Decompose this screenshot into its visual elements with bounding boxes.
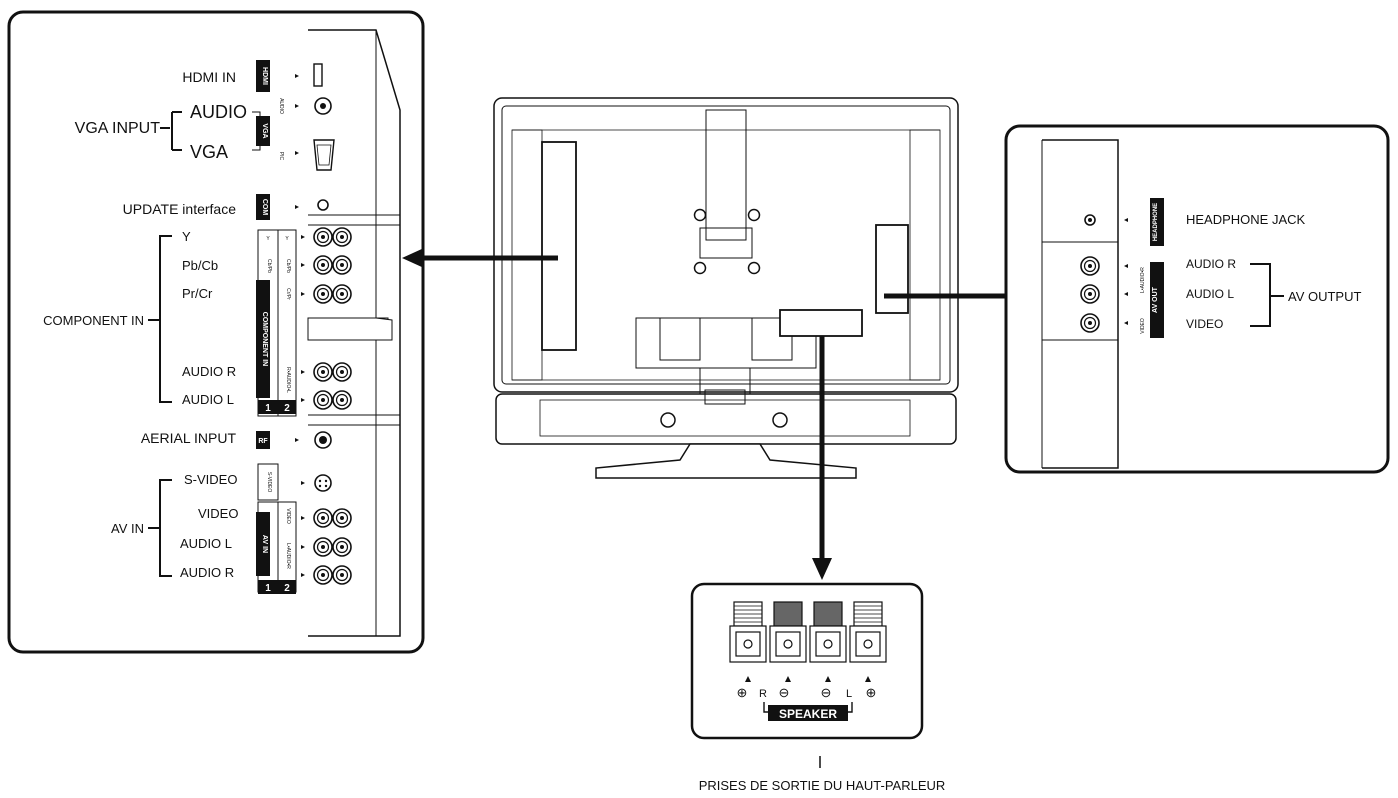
av-num-1: 1 (265, 583, 271, 594)
speaker-plus-left: ⊕ (866, 685, 877, 700)
update-port[interactable] (317, 199, 329, 211)
av-in-badge: AV IN (261, 535, 268, 553)
audio-port-mark: AUDIO (278, 98, 284, 114)
component-y-label: Y (182, 229, 191, 244)
av-out-ports[interactable] (1080, 256, 1100, 333)
av-in-label: AV IN (111, 521, 144, 536)
video-port-mark: VIDEO (285, 508, 291, 524)
av-out-video-mark: VIDEO (1140, 318, 1146, 334)
hdmi-in-label: HDMI IN (182, 69, 236, 85)
headphone-jack-label: HEADPHONE JACK (1186, 212, 1306, 227)
component-in-label: COMPONENT IN (43, 313, 144, 328)
component-audio-r-label: AUDIO R (182, 364, 236, 379)
vga-audio-label: AUDIO (190, 102, 247, 122)
component-num-2: 2 (284, 403, 290, 414)
aerial-input-label: AERIAL INPUT (141, 430, 237, 446)
rf-badge: RF (258, 438, 268, 445)
hdmi-badge: HDMI (261, 67, 268, 85)
component-pr-label: Pr/Cr (182, 286, 213, 301)
y-port-mark-2: Y (285, 236, 289, 242)
tv-back-view (493, 97, 959, 479)
speaker-badge: SPEAKER (779, 707, 837, 721)
speaker-minus-right: ⊖ (779, 685, 790, 700)
vga-pic-label: VGA (190, 142, 228, 162)
s-video-label: S-VIDEO (184, 472, 237, 487)
av-audio-r-label: AUDIO R (180, 565, 234, 580)
vga-input-label: VGA INPUT (75, 120, 161, 137)
cb-port-mark-1: Cb/Pb (266, 259, 272, 273)
av-out-video-label: VIDEO (1186, 317, 1223, 331)
speaker-panel: ⊕ R ⊖ ⊖ L ⊕ SPEAKER PRISES DE SORTIE DU … (690, 582, 946, 793)
vga-pic-port[interactable] (313, 139, 335, 171)
av-out-badge: AV OUT (1152, 286, 1159, 313)
speaker-r-label: R (759, 688, 767, 700)
av-in-ports[interactable] (313, 508, 352, 585)
cb-port-mark-2: Cb/Pb (285, 259, 291, 273)
com-badge: COM (261, 199, 268, 216)
right-connector-panel: HEADPHONE HEADPHONE JACK L•AUDIO•R VIDEO… (1004, 124, 1390, 474)
av-output-label: AV OUTPUT (1288, 289, 1361, 304)
speaker-plus-right: ⊕ (737, 685, 748, 700)
l-audio-r-port-mark: L•AUDIO•R (285, 543, 291, 569)
component-pb-label: Pb/Cb (182, 258, 218, 273)
component-in-badge: COMPONENT IN (261, 312, 268, 366)
audio-port-mark-2: R•AUDIO•L (285, 367, 291, 393)
headphone-badge: HEADPHONE (1153, 203, 1159, 241)
cr-port-mark-2: Cr/Pr (285, 288, 291, 300)
av-out-audio-r-label: AUDIO R (1186, 257, 1236, 271)
av-audio-l-label: AUDIO L (180, 536, 232, 551)
speaker-terminals[interactable] (729, 601, 887, 663)
update-interface-label: UPDATE interface (123, 201, 237, 217)
av-out-l-audio-r-mark: L•AUDIO•R (1140, 267, 1146, 293)
av-num-2: 2 (284, 583, 290, 594)
component-num-1: 1 (265, 403, 271, 414)
s-video-port-mark: S-VIDEO (266, 472, 272, 493)
y-port-mark-1: Y (266, 236, 270, 242)
left-connector-panel: HDMI IN HDMI VGA INPUT AUDIO VGA VGA AUD… (7, 10, 425, 654)
speaker-minus-left: ⊖ (821, 685, 832, 700)
component-audio-l-label: AUDIO L (182, 392, 234, 407)
speaker-l-label: L (846, 688, 852, 700)
s-video-port[interactable] (314, 474, 332, 492)
vga-badge: VGA (261, 123, 268, 138)
pic-port-mark: PIC (278, 152, 284, 161)
av-video-label: VIDEO (198, 506, 238, 521)
av-out-audio-l-label: AUDIO L (1186, 287, 1234, 301)
hdmi-port[interactable] (313, 63, 323, 87)
speaker-caption: PRISES DE SORTIE DU HAUT-PARLEUR (699, 778, 946, 793)
